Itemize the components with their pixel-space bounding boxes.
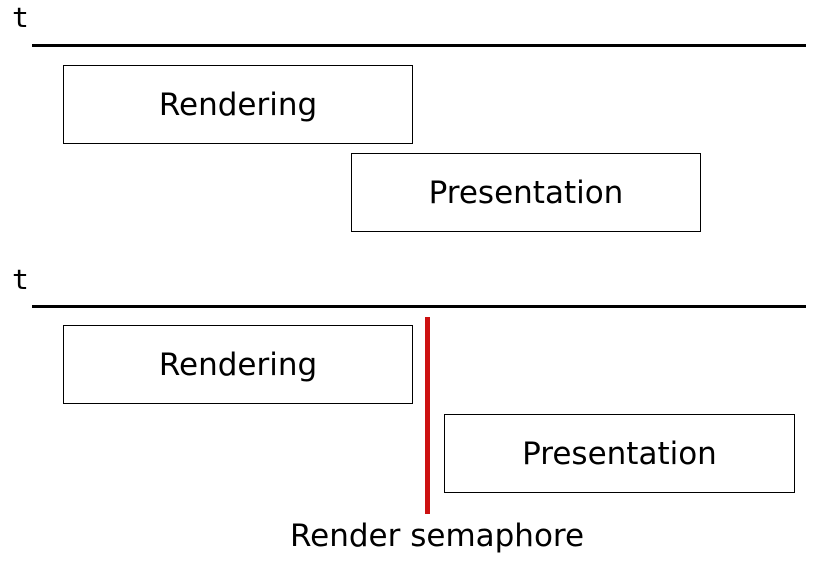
top-rendering-box: Rendering <box>63 65 413 144</box>
bottom-time-axis-line <box>32 305 806 308</box>
top-presentation-label: Presentation <box>428 174 624 211</box>
render-semaphore-marker <box>425 317 430 514</box>
bottom-rendering-box: Rendering <box>63 325 413 404</box>
bottom-time-axis-label: t <box>12 263 29 296</box>
bottom-presentation-label: Presentation <box>522 435 717 472</box>
top-presentation-box: Presentation <box>351 153 701 232</box>
top-time-axis-line <box>32 44 806 47</box>
top-time-axis-label: t <box>12 1 29 34</box>
top-rendering-label: Rendering <box>158 86 318 123</box>
render-semaphore-label: Render semaphore <box>290 518 585 554</box>
bottom-rendering-label: Rendering <box>158 346 318 383</box>
bottom-presentation-box: Presentation <box>444 414 795 493</box>
